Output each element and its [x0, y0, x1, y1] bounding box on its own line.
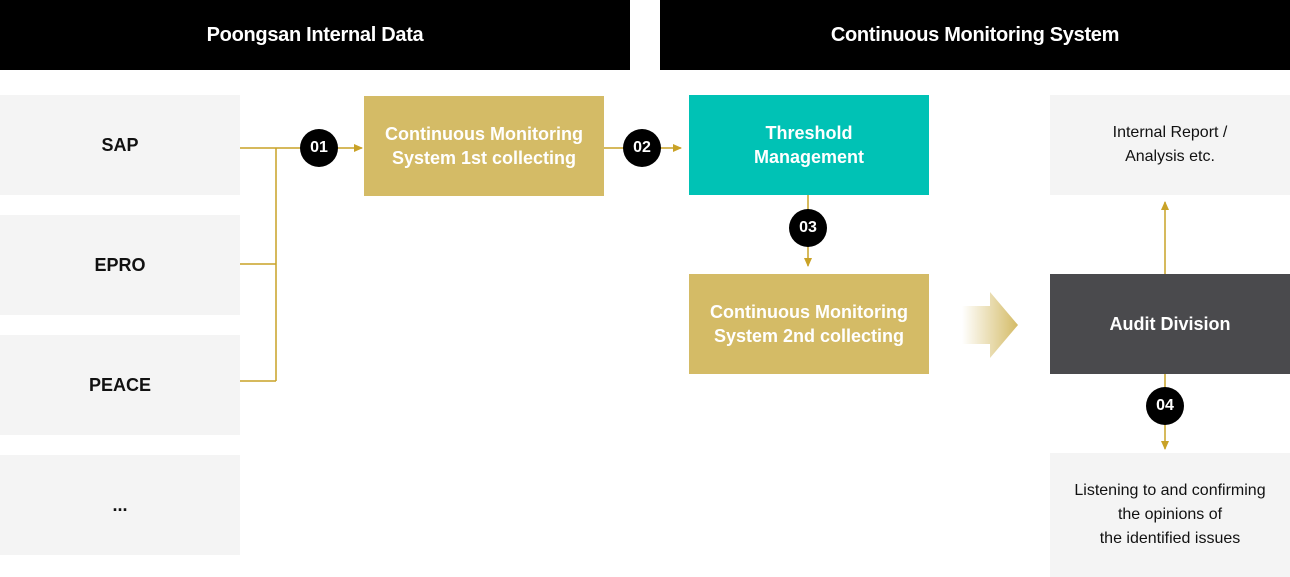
- source-epro: EPRO: [0, 215, 240, 315]
- source-sap: SAP: [0, 95, 240, 195]
- badge-step-03: 03: [789, 209, 827, 247]
- badge-step-02: 02: [623, 129, 661, 167]
- source-more: ...: [0, 455, 240, 555]
- step-audit-division: Audit Division: [1050, 274, 1290, 374]
- badge-step-04: 04: [1146, 387, 1184, 425]
- flow-arrow-icon: [962, 292, 1018, 358]
- step-internal-report: Internal Report / Analysis etc.: [1050, 95, 1290, 195]
- step-second-collecting: Continuous Monitoring System 2nd collect…: [689, 274, 929, 374]
- source-peace: PEACE: [0, 335, 240, 435]
- header-monitoring-system: Continuous Monitoring System: [660, 0, 1290, 70]
- step-threshold-management: Threshold Management: [689, 95, 929, 195]
- badge-step-01: 01: [300, 129, 338, 167]
- step-first-collecting: Continuous Monitoring System 1st collect…: [364, 96, 604, 196]
- header-internal-data: Poongsan Internal Data: [0, 0, 630, 70]
- step-listening-opinions: Listening to and confirming the opinions…: [1050, 453, 1290, 577]
